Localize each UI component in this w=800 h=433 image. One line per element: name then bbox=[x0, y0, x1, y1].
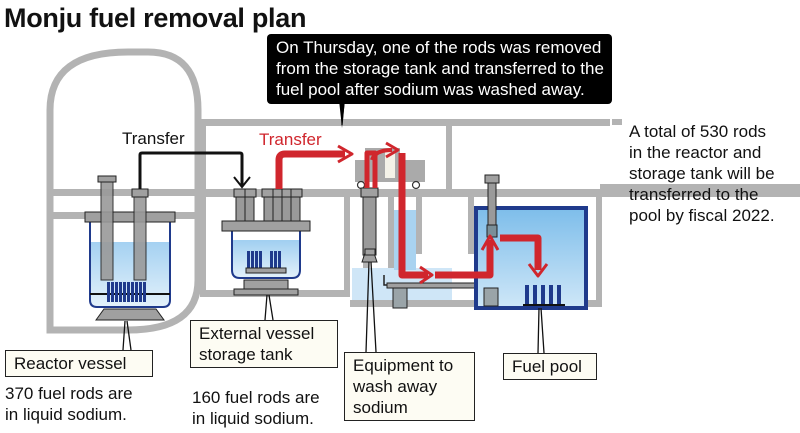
pool-fuel-rods bbox=[525, 285, 561, 305]
label-text: sodium bbox=[353, 398, 408, 417]
leader-lines bbox=[122, 101, 545, 354]
storage-fuel-rods bbox=[247, 251, 281, 268]
label-text: External vessel bbox=[199, 324, 315, 343]
caption-line: 370 fuel rods are bbox=[5, 384, 133, 403]
label-text: Equipment to bbox=[353, 356, 454, 375]
label-reactor-vessel: Reactor vessel bbox=[5, 350, 153, 377]
label-text: wash away bbox=[353, 377, 438, 396]
side-note: A total of 530 rods in the reactor and s… bbox=[629, 121, 775, 226]
callout-pointer bbox=[339, 100, 345, 128]
reactor-fuel-rods bbox=[107, 282, 146, 302]
label-text: Fuel pool bbox=[512, 357, 582, 376]
transfer-arrow-black bbox=[138, 151, 251, 189]
side-note-line: in the reactor and bbox=[629, 143, 762, 162]
callout-line: On Thursday, one of the rods was removed bbox=[276, 38, 602, 57]
label-text: Reactor vessel bbox=[14, 354, 127, 373]
callout-line: fuel pool after sodium was washed away. bbox=[276, 80, 585, 99]
transfer-label-red: Transfer bbox=[259, 130, 322, 149]
caption-line: in liquid sodium. bbox=[5, 405, 127, 424]
callout-line: from the storage tank and transferred to… bbox=[276, 59, 604, 78]
caption-line: 160 fuel rods are bbox=[192, 388, 320, 407]
caption-reactor: 370 fuel rods are in liquid sodium. bbox=[5, 383, 133, 425]
fuel-pool bbox=[474, 174, 588, 310]
side-note-line: A total of 530 rods bbox=[629, 122, 767, 141]
transfer-label-black: Transfer bbox=[122, 129, 185, 148]
building-floor-right bbox=[600, 184, 800, 190]
label-wash-equipment: Equipment to wash away sodium bbox=[344, 352, 475, 421]
caption-line: in liquid sodium. bbox=[192, 409, 314, 428]
side-note-line: transferred to the bbox=[629, 185, 759, 204]
side-note-line: storage tank will be bbox=[629, 164, 775, 183]
diagram-title: Monju fuel removal plan bbox=[4, 3, 307, 33]
sodium-wash-equipment bbox=[360, 187, 379, 263]
label-storage-tank: External vessel storage tank bbox=[190, 320, 338, 368]
label-text: storage tank bbox=[199, 345, 293, 364]
side-note-line: pool by fiscal 2022. bbox=[629, 206, 775, 225]
external-storage-tank bbox=[221, 188, 311, 296]
transfer-arrow-red bbox=[275, 141, 549, 285]
highlight-callout: On Thursday, one of the rods was removed… bbox=[267, 34, 612, 104]
label-fuel-pool: Fuel pool bbox=[503, 353, 597, 380]
caption-storage: 160 fuel rods are in liquid sodium. bbox=[192, 387, 320, 429]
reactor-containment bbox=[46, 48, 202, 334]
reactor-vessel bbox=[84, 175, 176, 321]
